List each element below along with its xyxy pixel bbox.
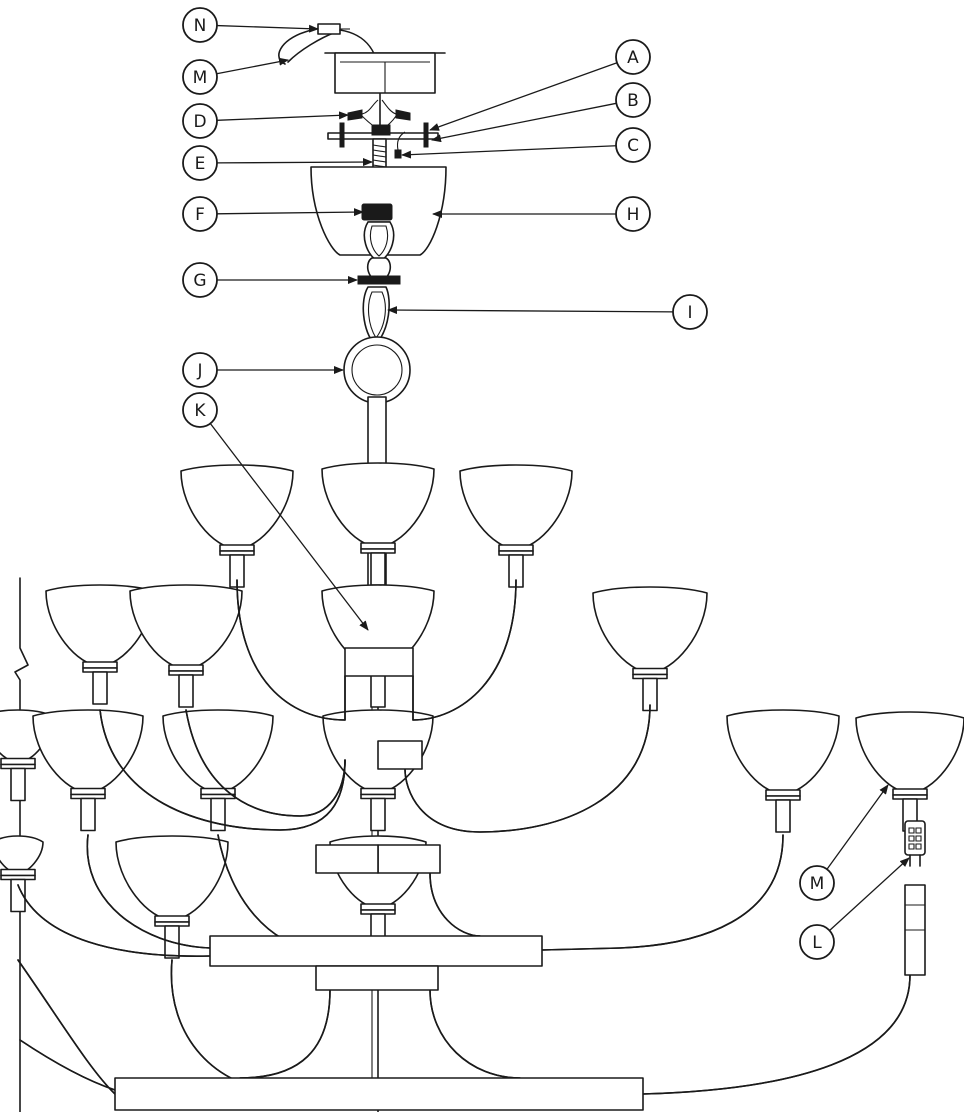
callouts: N M A B D C E F H G I JK M L (182, 7, 910, 960)
shade (115, 835, 229, 959)
arm (236, 579, 346, 721)
shade (322, 709, 434, 832)
arm (541, 834, 784, 951)
shade (32, 709, 144, 832)
leader-line (216, 57, 289, 75)
leader-line (829, 857, 910, 932)
callout-circle (615, 82, 651, 118)
callout-circle (799, 924, 835, 960)
arm (217, 834, 317, 951)
upper-loop (363, 221, 395, 263)
callout-g: G (182, 262, 358, 298)
callout-label: N (194, 16, 207, 36)
callout-label: J (196, 361, 202, 381)
arm (642, 974, 911, 1095)
arms (17, 579, 911, 1095)
callout-label: G (193, 271, 206, 291)
ring-washer (357, 275, 401, 285)
leader-line (216, 111, 349, 121)
callout-l: L (799, 857, 910, 960)
arm (99, 709, 346, 831)
callout-label: I (687, 303, 692, 323)
wire-nuts (347, 99, 411, 129)
arm (185, 709, 346, 817)
callout-circle (672, 294, 708, 330)
callout-a: A (429, 39, 651, 131)
shade (321, 462, 435, 586)
finial-nut (361, 203, 393, 223)
callout-circle (182, 196, 218, 232)
arm (170, 959, 277, 1091)
leader-line (826, 784, 889, 870)
callout-circle (182, 145, 218, 181)
arm (86, 834, 211, 949)
callout-d: D (182, 103, 349, 139)
callout-circle (615, 196, 651, 232)
shade (0, 835, 44, 913)
arm (412, 579, 517, 721)
callout-circle (182, 392, 218, 428)
shade (592, 586, 708, 712)
callout-b: B (431, 82, 651, 143)
callout-circle (182, 262, 218, 298)
callout-label: A (627, 48, 639, 68)
callout-j: J (182, 352, 344, 388)
callout-label: B (627, 91, 639, 111)
shade (129, 584, 243, 708)
callout-h: H (432, 196, 651, 232)
leader-line (216, 158, 373, 167)
shade (162, 709, 274, 832)
callout-label: D (193, 112, 206, 132)
callout-label: F (195, 205, 205, 225)
arm (239, 989, 331, 1079)
leader-line (431, 102, 617, 143)
junction-box (324, 52, 446, 94)
shade (855, 711, 964, 832)
callout-label: K (194, 401, 206, 421)
callout-label: L (812, 933, 822, 953)
leader-line (387, 306, 674, 315)
callout-label: C (627, 136, 639, 156)
socket (904, 884, 926, 976)
leader-line (401, 145, 617, 159)
ball (343, 336, 411, 404)
callout-label: M (810, 874, 825, 894)
arm (429, 989, 521, 1079)
callout-circle (182, 59, 218, 95)
callout-circle (615, 39, 651, 75)
callout-i: I (387, 294, 708, 330)
hubs (114, 647, 644, 1111)
arm (17, 959, 116, 1095)
callout-n: N (182, 7, 319, 43)
arm (429, 872, 481, 937)
callout-m-bottom: M (799, 784, 889, 901)
callout-label: E (195, 154, 206, 174)
callout-f: F (182, 196, 364, 232)
callout-circle (182, 103, 218, 139)
shade (45, 584, 155, 705)
callout-circle (182, 7, 218, 43)
leader-line (216, 208, 364, 217)
callout-k: K (182, 392, 369, 631)
leader-line (209, 423, 369, 631)
shade (726, 709, 840, 833)
shade (459, 464, 573, 588)
shade (321, 584, 435, 708)
arm (17, 884, 211, 957)
callout-circle (182, 352, 218, 388)
callout-circle (799, 865, 835, 901)
g9-bulb (904, 820, 926, 867)
callout-e: E (182, 145, 373, 181)
callout-m-top: M (182, 57, 289, 95)
callout-label: M (193, 68, 208, 88)
callout-c: C (401, 127, 651, 163)
leader-line (216, 24, 319, 33)
arm (404, 704, 651, 833)
callout-label: H (627, 205, 640, 225)
shade (180, 464, 294, 588)
leader-line (429, 62, 618, 131)
arm (19, 1039, 116, 1091)
callout-circle (615, 127, 651, 163)
